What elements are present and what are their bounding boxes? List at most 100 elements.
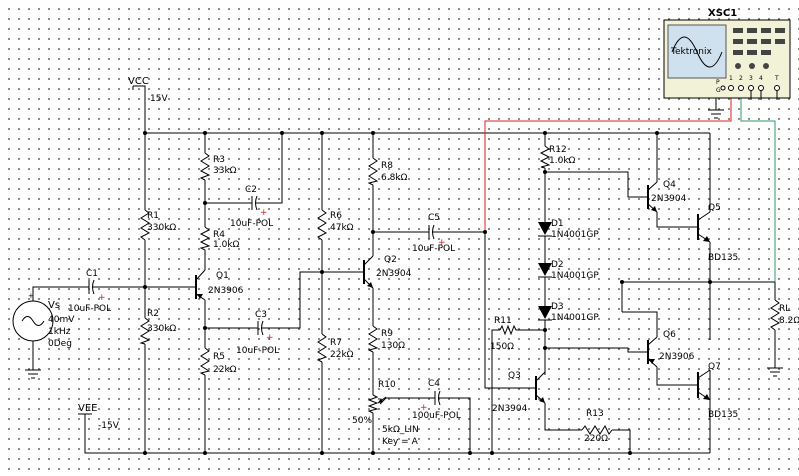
svg-text:BD135: BD135 (708, 253, 738, 263)
svg-text:Q4: Q4 (663, 180, 676, 190)
svg-text:130Ω: 130Ω (381, 341, 405, 351)
vcc-label: VCC (128, 76, 149, 87)
svg-text:2N3906: 2N3906 (659, 352, 695, 362)
resistor-r13[interactable]: R13 220Ω (581, 409, 613, 444)
oscilloscope-xsc1[interactable]: XSC1 Tektronix P G 1 2 3 4 T (663, 8, 791, 100)
transistor-q3[interactable]: Q3 2N3904 (492, 371, 546, 414)
transistor-q6[interactable]: Q6 2N3906 (642, 330, 695, 368)
svg-text:D2: D2 (551, 260, 564, 270)
svg-text:R9: R9 (381, 329, 393, 339)
svg-text:C5: C5 (428, 213, 440, 223)
ac-source-vs[interactable]: + Vs 40mV 1kHz 0Deg (12, 292, 75, 349)
svg-text:RL: RL (779, 304, 790, 314)
svg-text:10uF-POL: 10uF-POL (412, 244, 455, 254)
svg-text:22kΩ: 22kΩ (213, 365, 237, 375)
svg-text:+: + (98, 293, 106, 303)
svg-text:R13: R13 (586, 409, 604, 419)
resistor-r12[interactable]: R12 1.0kΩ (539, 145, 576, 169)
diode-d2[interactable]: D2 1N4001GP (538, 260, 599, 281)
svg-text:Q5: Q5 (708, 203, 721, 213)
svg-text:+: + (28, 292, 34, 300)
svg-text:Q3: Q3 (508, 371, 521, 381)
ground-icon (25, 369, 41, 379)
transistor-q7[interactable]: Q7 BD135 (690, 362, 738, 420)
source-frequency: 1kHz (48, 327, 71, 337)
svg-text:R12: R12 (549, 145, 567, 155)
svg-text:P: P (716, 79, 720, 86)
svg-text:330kΩ: 330kΩ (147, 324, 176, 334)
svg-text:5kΩ_LIN: 5kΩ_LIN (382, 425, 419, 435)
vee-terminal: VEE -15V (78, 403, 120, 431)
svg-text:+: + (266, 333, 274, 343)
svg-text:+: + (260, 208, 268, 218)
source-name: Vs (48, 300, 60, 311)
svg-text:+: + (420, 403, 428, 413)
svg-text:1: 1 (729, 75, 733, 82)
svg-text:R6: R6 (330, 211, 342, 221)
diode-d3[interactable]: D3 1N4001GP (538, 302, 599, 323)
svg-text:Key = A: Key = A (382, 437, 419, 447)
svg-text:R2: R2 (147, 309, 159, 319)
svg-text:8.2Ω: 8.2Ω (779, 316, 799, 326)
capacitor-c2[interactable]: C2 + 10uF-POL (230, 185, 273, 229)
potentiometer-r10[interactable]: R10 50% 5kΩ_LIN Key = A (352, 380, 419, 447)
capacitor-c3[interactable]: C3 + 10uF-POL (236, 310, 279, 356)
svg-text:50%: 50% (352, 416, 372, 426)
svg-text:R11: R11 (494, 316, 512, 326)
resistor-r4[interactable]: R4 1.0kΩ (199, 226, 240, 251)
svg-text:10uF-POL: 10uF-POL (236, 346, 279, 356)
resistor-r8[interactable]: R8 6.8kΩ (367, 157, 408, 186)
svg-text:R10: R10 (378, 380, 396, 390)
svg-text:1N4001GP: 1N4001GP (551, 230, 599, 240)
capacitor-c5[interactable]: C5 + 10uF-POL (412, 213, 455, 254)
resistor-r9[interactable]: R9 130Ω (367, 325, 405, 353)
resistor-r2[interactable]: R2 330kΩ (139, 309, 176, 345)
svg-text:1.0kΩ: 1.0kΩ (549, 156, 576, 166)
svg-text:R8: R8 (381, 161, 393, 171)
transistor-q2[interactable]: Q2 2N3904 (358, 255, 412, 289)
transistor-q5[interactable]: Q5 BD135 (690, 203, 738, 263)
resistor-r6[interactable]: R6 47kΩ (317, 209, 354, 241)
svg-text:150Ω: 150Ω (490, 342, 514, 352)
resistor-r1[interactable]: R1 330kΩ (140, 209, 176, 241)
svg-text:10uF-POL: 10uF-POL (230, 219, 273, 229)
svg-text:2N3904: 2N3904 (376, 269, 412, 279)
transistor-q1[interactable]: Q1 2N3906 (190, 269, 244, 301)
svg-text:Q1: Q1 (216, 271, 229, 281)
sine-wave-icon (671, 36, 723, 68)
diode-d1[interactable]: D1 1N4001GP (538, 219, 599, 240)
svg-text:Q7: Q7 (708, 362, 721, 372)
svg-text:330kΩ: 330kΩ (147, 223, 176, 233)
scope-brand: Tektronix (670, 47, 712, 57)
vee-value: -15V (98, 421, 120, 431)
resistor-r3[interactable]: R3 33kΩ (199, 152, 237, 181)
svg-text:1N4001GP: 1N4001GP (551, 313, 599, 323)
svg-text:+: + (438, 238, 446, 248)
resistor-r5[interactable]: R5 22kΩ (199, 347, 237, 376)
svg-text:R7: R7 (330, 338, 342, 348)
svg-text:Q2: Q2 (384, 255, 397, 265)
svg-text:220Ω: 220Ω (584, 434, 608, 444)
svg-text:C4: C4 (428, 379, 440, 389)
transistor-q4[interactable]: Q4 2N3904 (642, 180, 687, 213)
capacitor-c1[interactable]: C1 + 10uF-POL (68, 269, 111, 314)
svg-text:R1: R1 (147, 211, 159, 221)
resistor-r11[interactable]: R11 150Ω (490, 316, 517, 352)
svg-text:1N4001GP: 1N4001GP (551, 271, 599, 281)
svg-text:6.8kΩ: 6.8kΩ (381, 173, 408, 183)
resistor-r7[interactable]: R7 22kΩ (316, 333, 354, 363)
svg-text:BD135: BD135 (708, 410, 738, 420)
resistor-rl[interactable]: RL 8.2Ω (770, 299, 799, 331)
svg-text:C1: C1 (86, 269, 98, 279)
svg-text:100uF-POL: 100uF-POL (412, 411, 461, 421)
svg-text:R4: R4 (213, 230, 225, 240)
svg-text:22kΩ: 22kΩ (330, 350, 354, 360)
svg-text:D3: D3 (551, 302, 564, 312)
svg-text:1.0kΩ: 1.0kΩ (213, 240, 240, 250)
svg-text:C3: C3 (255, 310, 267, 320)
capacitor-c4[interactable]: C4 + 100uF-POL (412, 379, 461, 421)
svg-text:T: T (774, 75, 779, 82)
svg-text:2: 2 (739, 75, 743, 82)
svg-text:XSC1: XSC1 (708, 8, 737, 19)
